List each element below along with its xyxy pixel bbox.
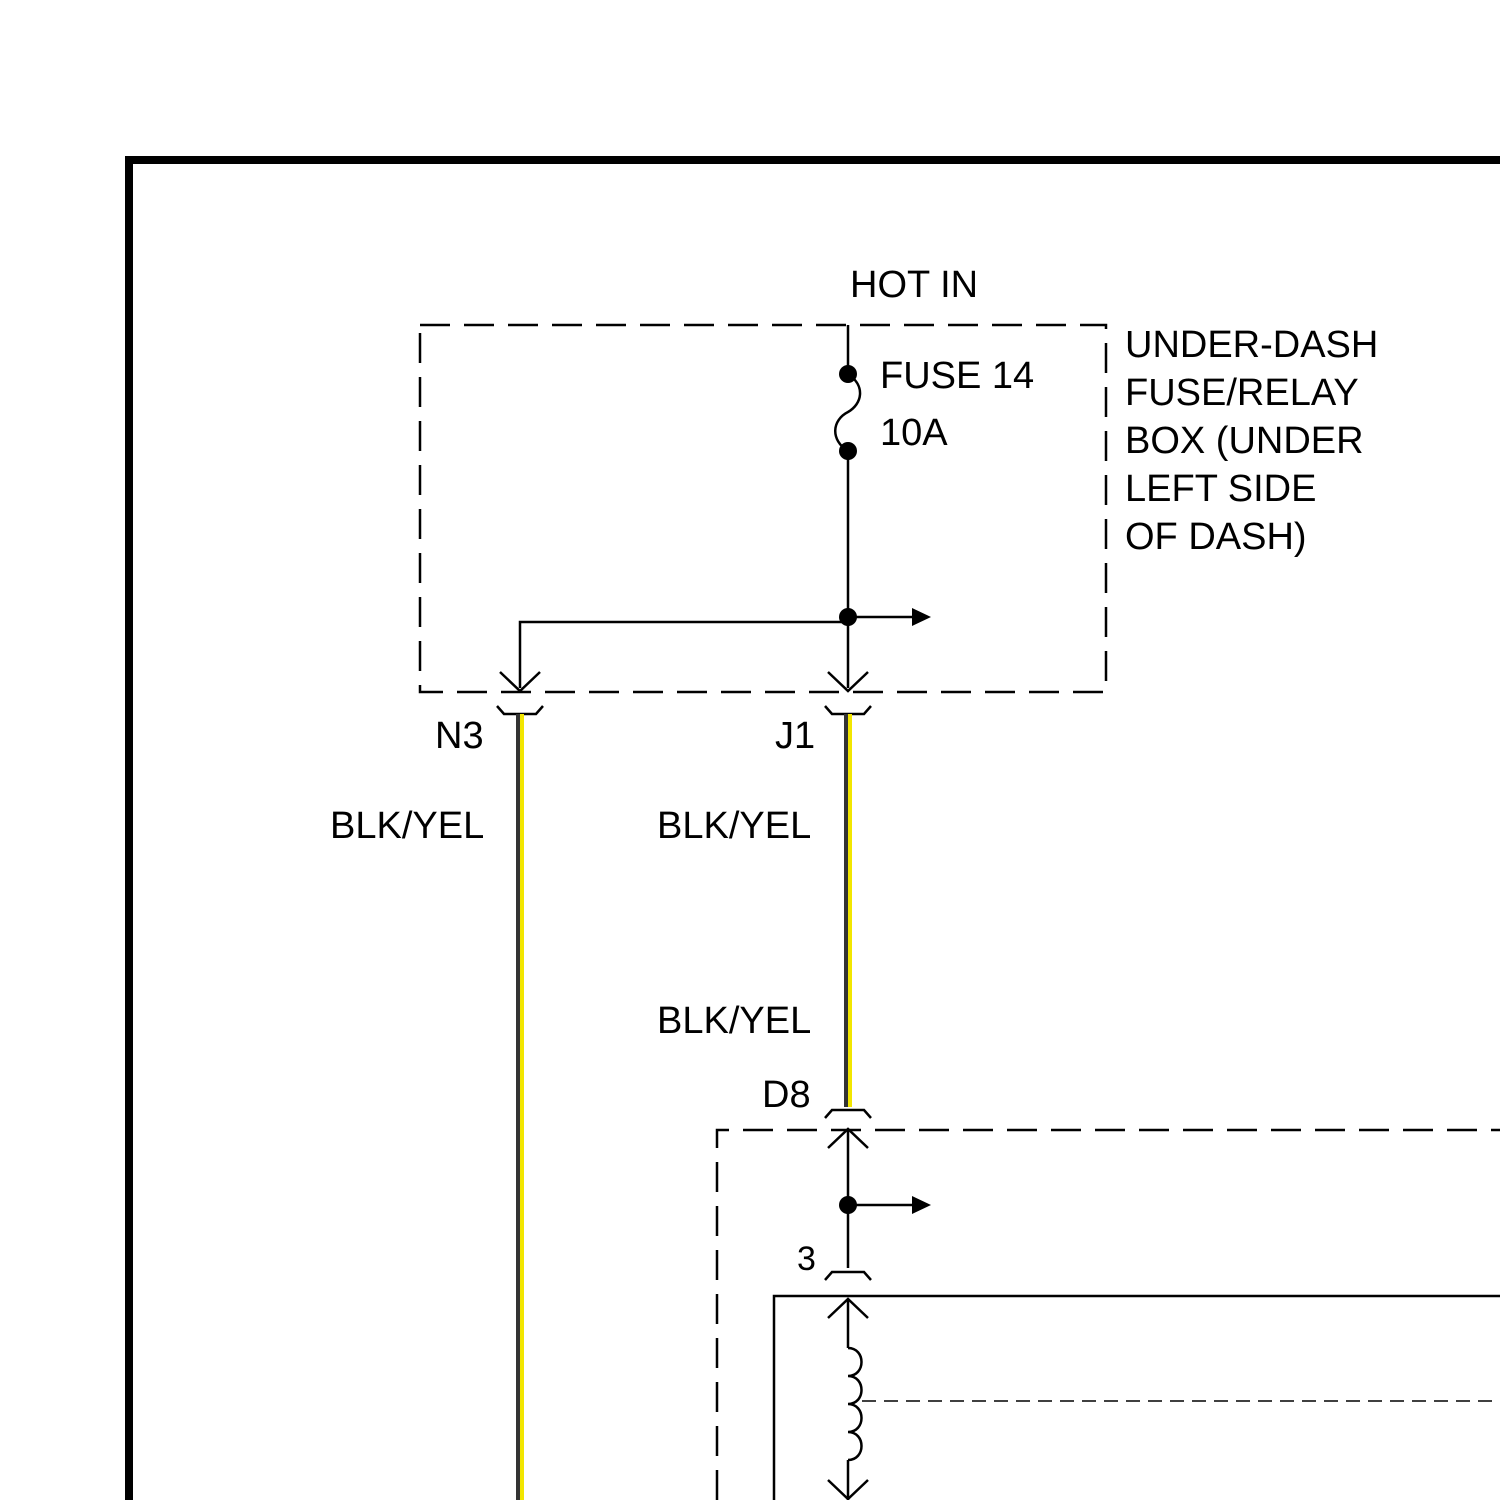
connector-n3-label: N3 — [435, 715, 484, 757]
relay-component-box — [774, 1296, 1500, 1500]
connector-d8-label: D8 — [762, 1074, 811, 1116]
lower-module-outline — [717, 1130, 1500, 1500]
wire-blk-yel-right — [844, 714, 852, 1107]
hot-in-label: HOT IN — [850, 264, 978, 306]
fuse-name-label: FUSE 14 — [880, 355, 1034, 397]
branch-arrow-upper — [848, 608, 931, 626]
fuse-box-label: UNDER-DASH FUSE/RELAY BOX (UNDER LEFT SI… — [1125, 324, 1389, 558]
fuse-14-symbol — [835, 365, 860, 460]
branch-arrow-lower — [848, 1196, 931, 1214]
pin-3-label: 3 — [797, 1240, 816, 1278]
wire-blk-yel-left — [516, 714, 524, 1500]
relay-coil-symbol — [848, 1348, 862, 1460]
wire-right-lower-color-label: BLK/YEL — [657, 1000, 811, 1042]
fuse-rating-label: 10A — [880, 412, 948, 454]
connector-j1-label: J1 — [775, 715, 815, 757]
wire-left-color-label: BLK/YEL — [330, 805, 484, 847]
wire-right-upper-color-label: BLK/YEL — [657, 805, 811, 847]
n3-branch-wire — [520, 622, 848, 688]
